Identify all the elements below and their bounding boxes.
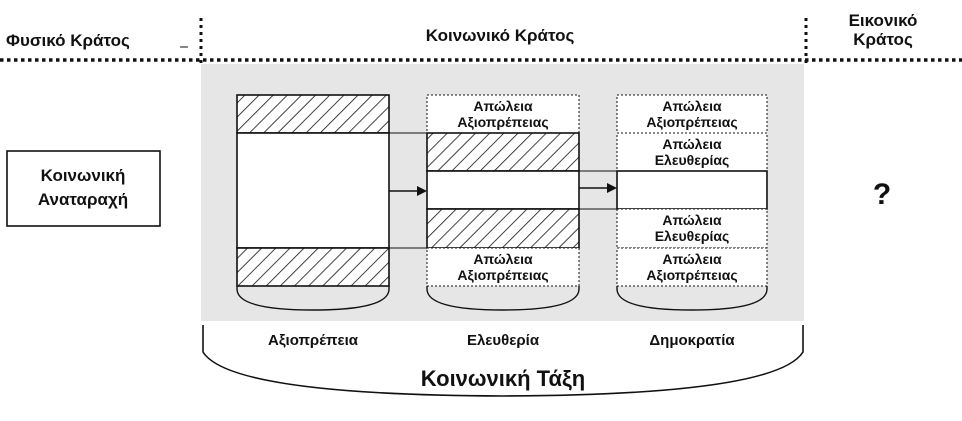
- disturbance-line1: Κοινωνική: [41, 166, 126, 185]
- dignity-cylinder-base: [236, 286, 390, 311]
- freedom-top-line1: Απώλεια: [473, 98, 533, 114]
- arrowhead-1: [417, 186, 427, 196]
- freedom-hatch-top: [426, 132, 580, 172]
- democracy-loss-dignity-top: [616, 94, 768, 134]
- social-order-brace: [202, 325, 804, 397]
- freedom-bottom-line2: Αξιοπρέπειας: [457, 267, 548, 283]
- freedom-cylinder-base: [426, 286, 580, 311]
- header-virtual-state-line2: Κράτος: [853, 30, 913, 49]
- democracy-loss-dignity-bottom: [616, 247, 768, 287]
- democracy-c3-line1: Απώλεια: [662, 212, 722, 228]
- social-order-label: Κοινωνική Τάξη: [421, 366, 585, 391]
- dignity-hatch-bottom: [236, 247, 390, 287]
- arrowhead-2: [607, 183, 617, 193]
- dignity-column: Αξιοπρέπεια: [236, 94, 390, 349]
- dignity-core: [236, 132, 390, 249]
- dignity-hatch-top: [236, 94, 390, 134]
- democracy-label: Δημοκρατία: [649, 332, 735, 349]
- democracy-c2-line1: Απώλεια: [662, 136, 722, 152]
- democracy-cylinder-base: [616, 286, 768, 311]
- freedom-label: Ελευθερία: [467, 332, 540, 349]
- democracy-c4-line1: Απώλεια: [662, 251, 722, 267]
- freedom-column: Απώλεια Αξιοπρέπειας Απώλεια Αξιοπρέπεια…: [426, 94, 580, 349]
- democracy-c2-line2: Ελευθερίας: [655, 152, 730, 168]
- democracy-c4-line2: Αξιοπρέπειας: [646, 267, 737, 283]
- dignity-label: Αξιοπρέπεια: [268, 332, 359, 349]
- democracy-c1-line2: Αξιοπρέπειας: [646, 114, 737, 130]
- democracy-c1-line1: Απώλεια: [662, 98, 722, 114]
- disturbance-line2: Αναταραχή: [38, 190, 128, 209]
- democracy-column: Απώλεια Αξιοπρέπειας Απώλεια Ελευθερίας …: [616, 94, 768, 349]
- freedom-hatch-bottom: [426, 208, 580, 249]
- democracy-core: [616, 170, 768, 210]
- democracy-c3-line2: Ελευθερίας: [655, 228, 730, 244]
- header-virtual-state-line1: Εικονικό: [849, 11, 918, 30]
- header-social-state: Κοινωνικό Κράτος: [426, 26, 575, 45]
- freedom-top-line2: Αξιοπρέπειας: [457, 114, 548, 130]
- democracy-loss-freedom-top: [616, 132, 768, 172]
- freedom-loss-dignity-bottom: [426, 247, 580, 287]
- social-disturbance-box: [6, 150, 161, 227]
- unknown-marker: ?: [873, 178, 891, 211]
- freedom-bottom-line1: Απώλεια: [473, 251, 533, 267]
- freedom-loss-dignity-top: [426, 94, 580, 134]
- freedom-core: [426, 170, 580, 210]
- header-natural-state: Φυσικό Κράτος: [6, 31, 130, 50]
